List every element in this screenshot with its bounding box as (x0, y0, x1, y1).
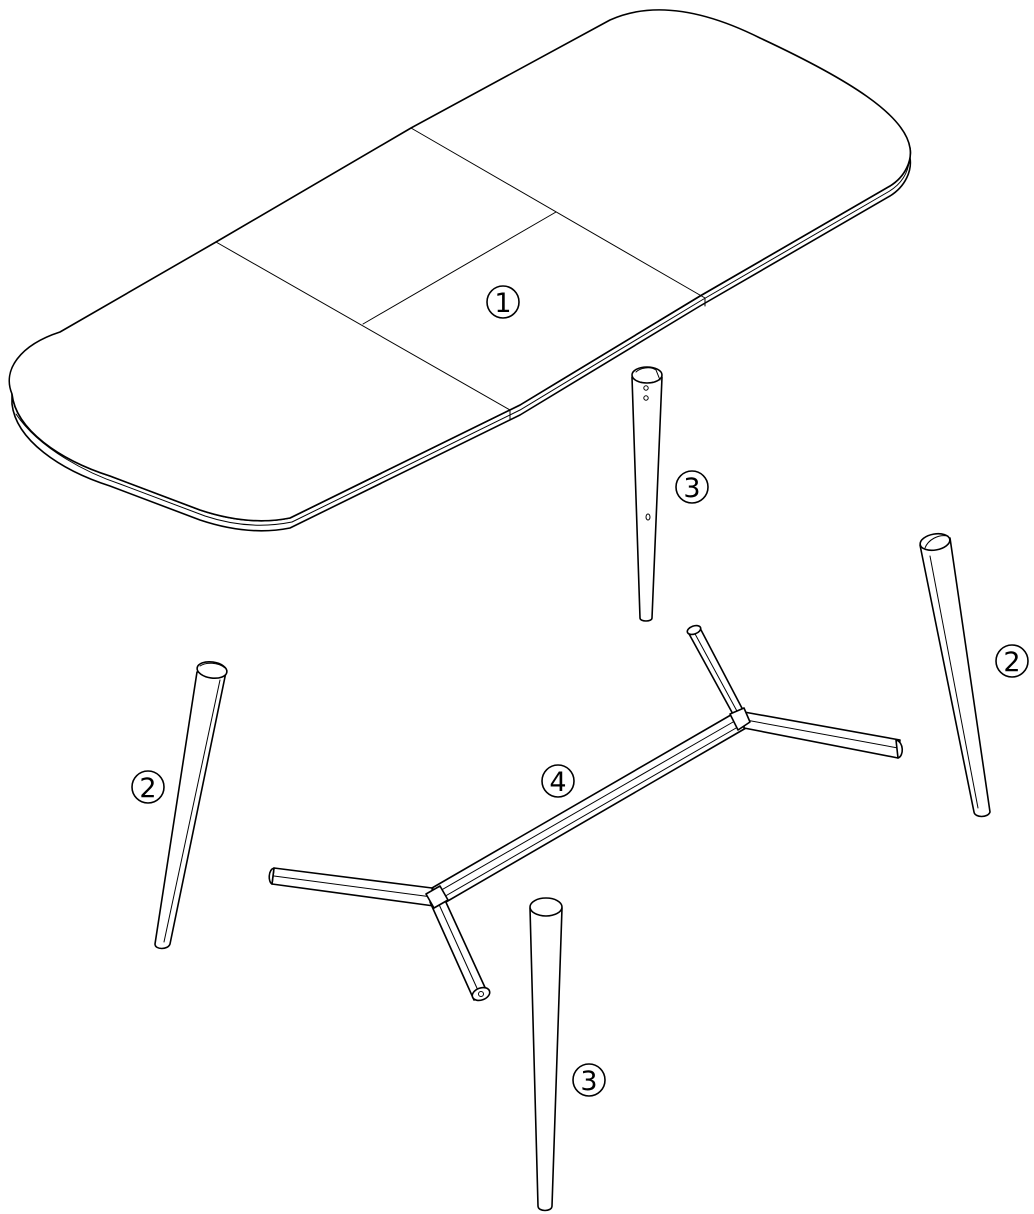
callout-3-back: 3 (675, 470, 709, 504)
svg-text:1: 1 (494, 288, 511, 319)
leg-2-right (919, 532, 991, 818)
svg-text:3: 3 (580, 1066, 597, 1097)
leg-2-left (154, 661, 228, 950)
leg-3-back (631, 366, 663, 622)
svg-text:2: 2 (1003, 647, 1020, 678)
leg-3-front (529, 897, 563, 1212)
svg-text:2: 2 (139, 773, 156, 804)
callout-4: 4 (541, 764, 575, 798)
callout-3-front: 3 (572, 1063, 606, 1097)
callout-2-right: 2 (995, 644, 1029, 678)
callout-1: 1 (486, 285, 520, 319)
svg-text:3: 3 (683, 473, 700, 504)
table-top-surface (8, 9, 912, 522)
svg-text:4: 4 (549, 767, 566, 798)
callout-2-left: 2 (131, 770, 165, 804)
table-top (8, 9, 912, 532)
base-frame (268, 624, 904, 1002)
